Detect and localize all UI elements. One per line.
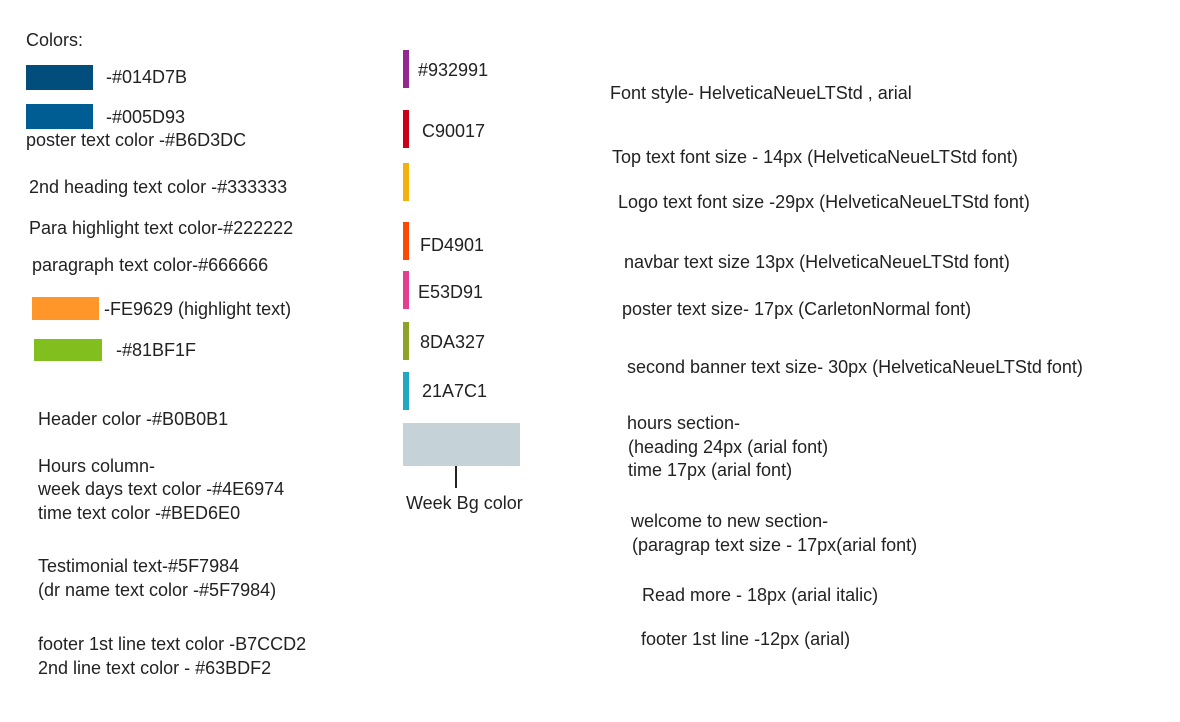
swatch-005d93 [26, 104, 93, 129]
welcome-section-title: welcome to new section- [631, 511, 829, 531]
bar-label-e53d91: E53D91 [418, 282, 484, 302]
read-more-size-note: Read more - 18px (arial italic) [642, 585, 879, 605]
bar-932991 [403, 50, 409, 88]
font-style-note: Font style- HelveticaNeueLTStd , arial [610, 83, 912, 103]
swatch-label-81bf1f: -#81BF1F [116, 340, 197, 360]
week-bg-swatch [403, 423, 520, 466]
footer-line2-color: 2nd line text color - #63BDF2 [38, 658, 272, 678]
testimonial-color: Testimonial text-#5F7984 [38, 556, 240, 576]
bar-label-8da327: 8DA327 [420, 332, 486, 352]
week-bg-label: Week Bg color [406, 493, 523, 513]
bar-c90017 [403, 110, 409, 148]
bar-label-c90017: C90017 [422, 121, 486, 141]
welcome-paragraph-size: (paragrap text size - 17px(arial font) [632, 535, 918, 555]
swatch-label-fe9629: -FE9629 (highlight text) [104, 299, 292, 319]
swatch-fe9629 [32, 297, 99, 320]
hours-weekdays-color: week days text color -#4E6974 [38, 479, 285, 499]
hours-heading-size: (heading 24px (arial font) [628, 437, 829, 457]
second-banner-size-note: second banner text size- 30px (Helvetica… [627, 357, 1083, 377]
bar-21a7c1 [403, 372, 409, 410]
footer-line1-color: footer 1st line text color -B7CCD2 [38, 634, 307, 654]
dr-name-color: (dr name text color -#5F7984) [38, 580, 277, 600]
poster-text-color: poster text color -#B6D3DC [26, 130, 247, 150]
poster-text-size-note: poster text size- 17px (CarletonNormal f… [622, 299, 972, 319]
colors-title: Colors: [26, 30, 84, 50]
bar-fd4901 [403, 222, 409, 260]
bar-label-fd4901: FD4901 [420, 235, 485, 255]
hours-time-size: time 17px (arial font) [628, 460, 793, 480]
logo-text-size-note: Logo text font size -29px (HelveticaNeue… [618, 192, 1030, 212]
top-text-size-note: Top text font size - 14px (HelveticaNeue… [612, 147, 1018, 167]
swatch-label-005d93: -#005D93 [106, 107, 186, 127]
week-bg-pointer [455, 466, 457, 488]
swatch-81bf1f [34, 339, 102, 361]
hours-time-color: time text color -#BED6E0 [38, 503, 241, 523]
heading2-color: 2nd heading text color -#333333 [29, 177, 288, 197]
hours-column-title: Hours column- [38, 456, 156, 476]
bar-label-21a7c1: 21A7C1 [422, 381, 488, 401]
swatch-label-014d7b: -#014D7B [106, 67, 188, 87]
navbar-text-size-note: navbar text size 13px (HelveticaNeueLTSt… [624, 252, 1010, 272]
bar-e53d91 [403, 271, 409, 309]
footer-size-note: footer 1st line -12px (arial) [641, 629, 851, 649]
swatch-014d7b [26, 65, 93, 90]
bar-label-932991: #932991 [418, 60, 489, 80]
para-highlight-color: Para highlight text color-#222222 [29, 218, 294, 238]
paragraph-color: paragraph text color-#666666 [32, 255, 269, 275]
bar-8da327 [403, 322, 409, 360]
bar-yellow [403, 163, 409, 201]
header-color: Header color -#B0B0B1 [38, 409, 229, 429]
hours-section-title: hours section- [627, 413, 741, 433]
